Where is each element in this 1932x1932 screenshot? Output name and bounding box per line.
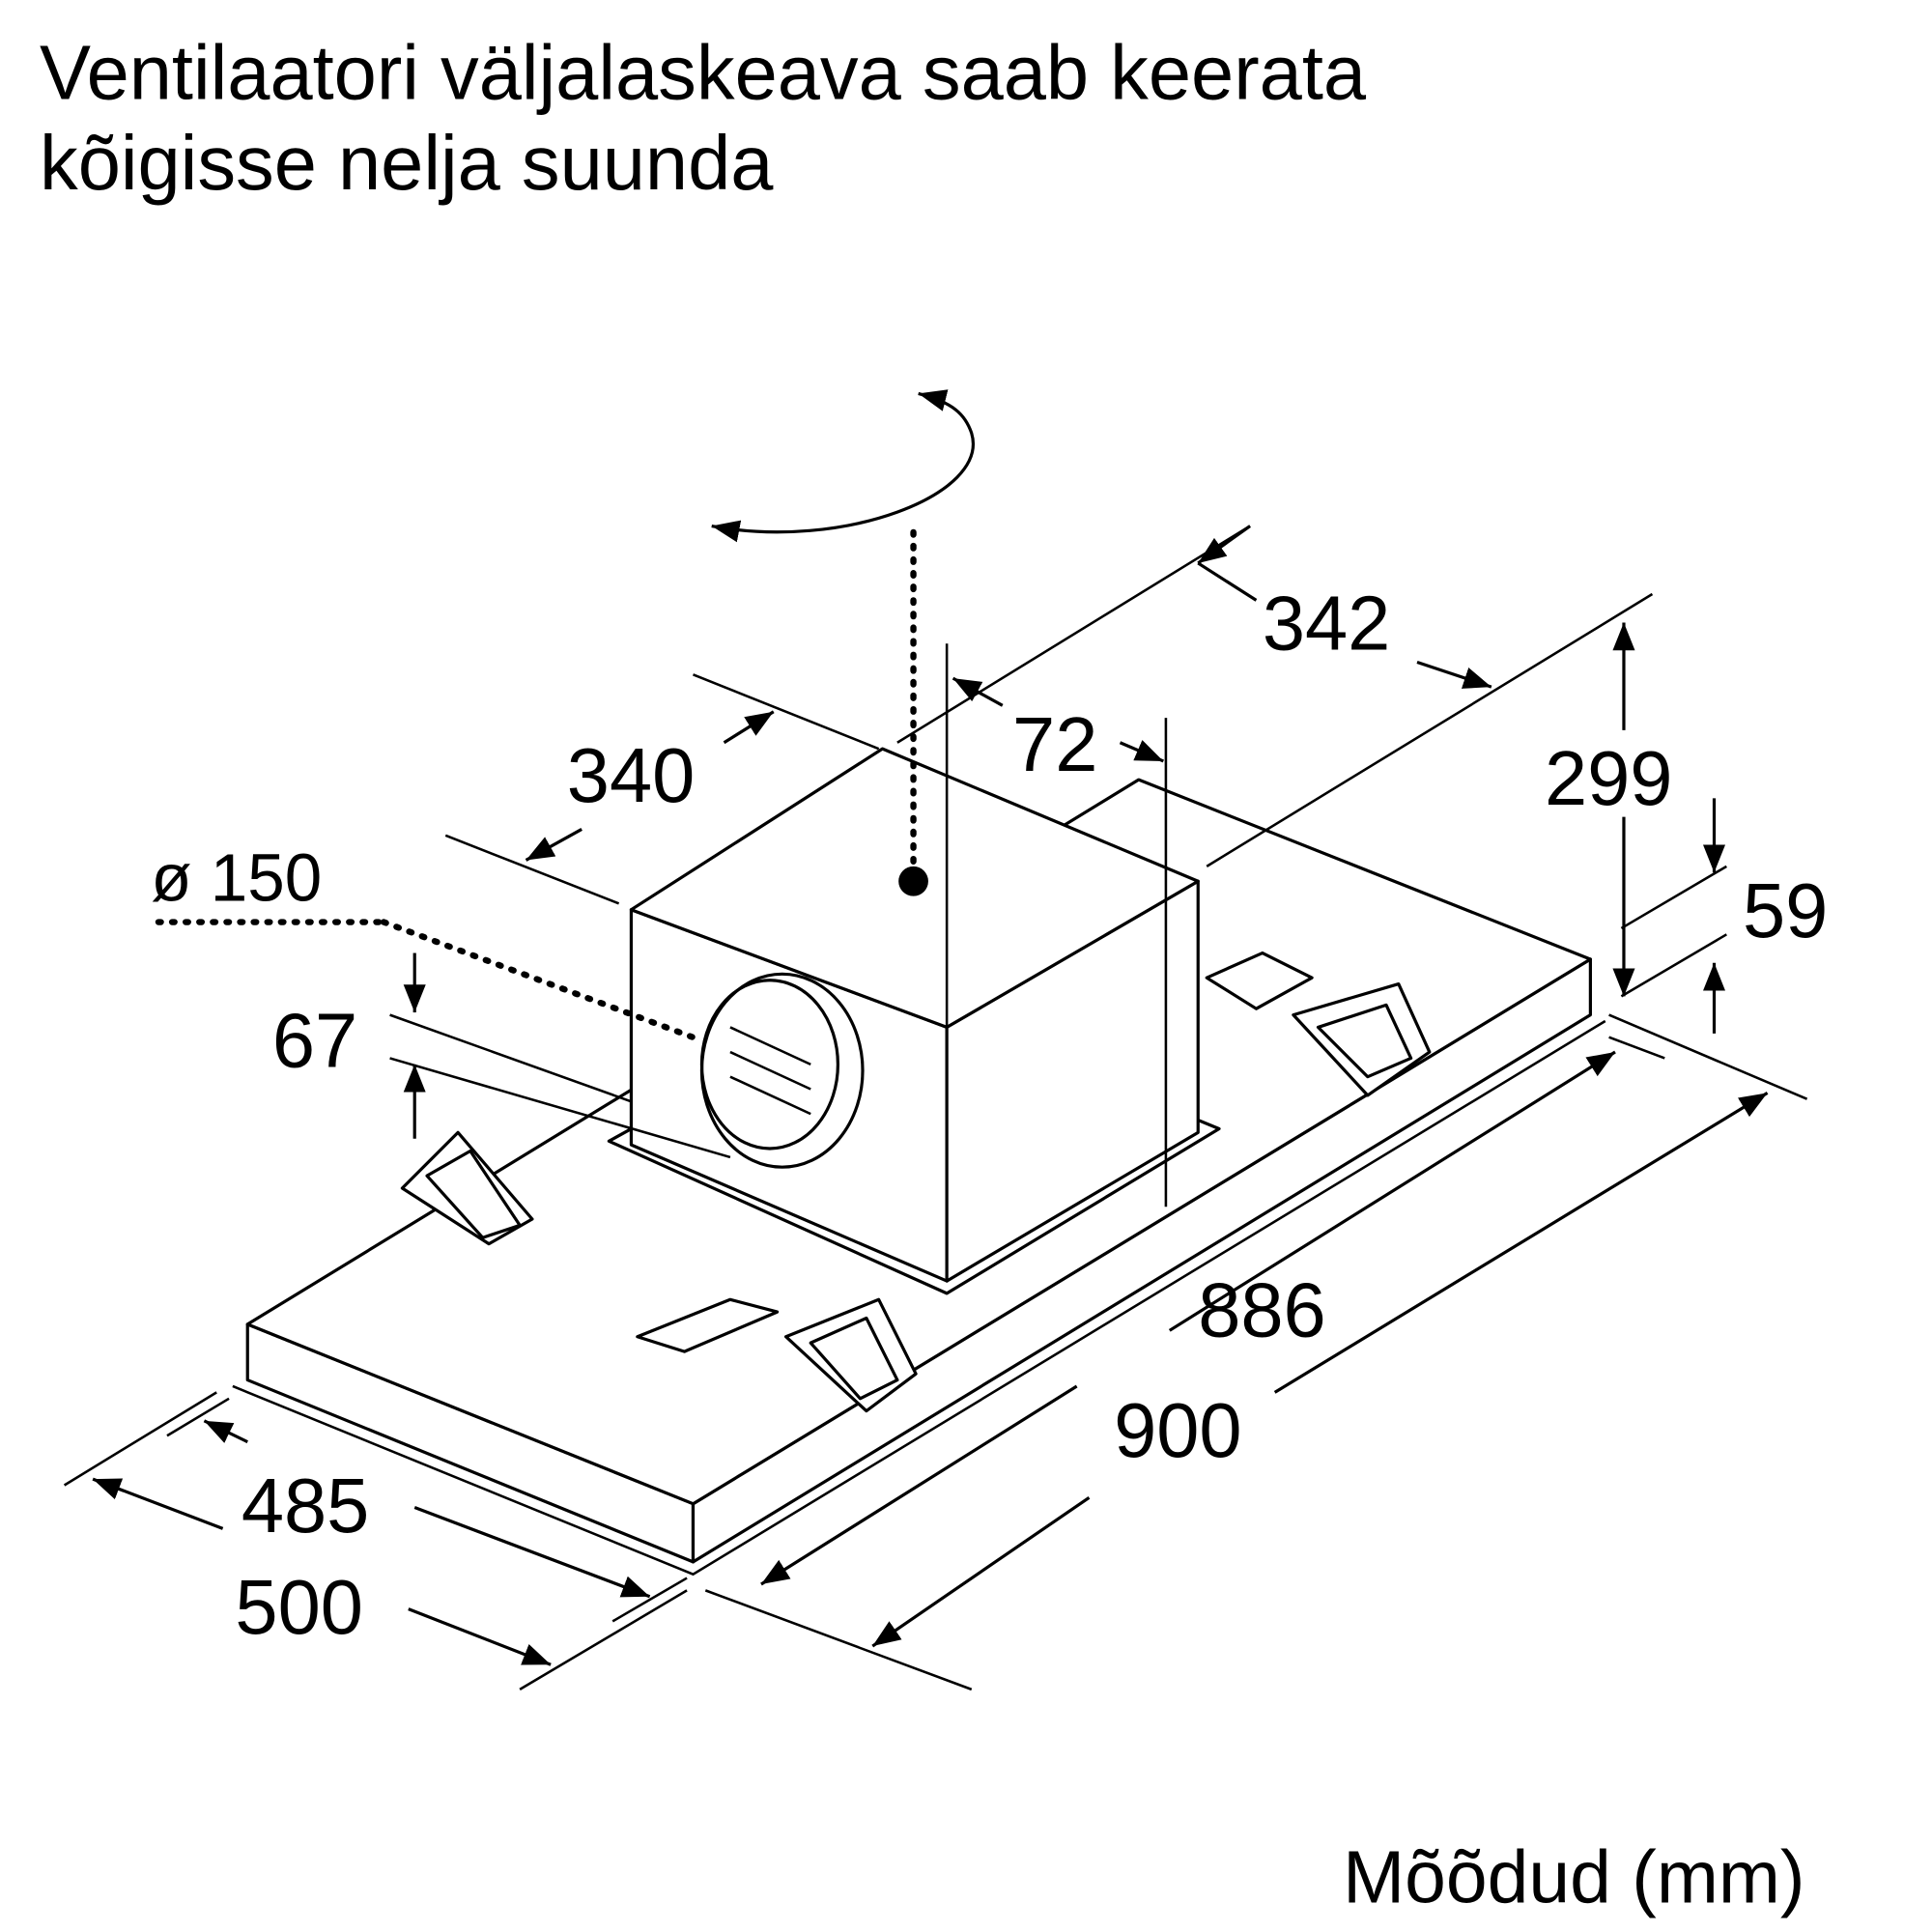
title-line-2: kõigisse nelja suunda: [40, 120, 774, 206]
dim-340: 340: [567, 732, 696, 818]
light-panel-rear: [1205, 951, 1314, 1010]
dim-duct-diameter: ø 150: [151, 840, 322, 916]
light-panel: [636, 1297, 780, 1353]
units-label: Mõõdud (mm): [1343, 1835, 1804, 1918]
dim-67: 67: [272, 997, 357, 1083]
dim-59: 59: [1743, 867, 1828, 953]
duct-outlet: [699, 972, 865, 1169]
dim-900: 900: [1114, 1387, 1242, 1473]
title-line-1: Ventilaatori väljalaskeava saab keerata: [40, 29, 1367, 115]
dimension-lines: [63, 525, 1808, 1691]
dim-72: 72: [1012, 701, 1097, 787]
mounting-bracket-left: [400, 1130, 534, 1246]
dim-485: 485: [242, 1463, 370, 1548]
dim-299: 299: [1545, 735, 1673, 821]
mounting-bracket-rear: [1292, 981, 1432, 1097]
dim-342: 342: [1263, 581, 1391, 667]
rotation-arrow-icon: [711, 389, 975, 896]
dim-500: 500: [235, 1564, 363, 1650]
dim-886: 886: [1198, 1267, 1326, 1353]
mounting-bracket-front: [783, 1297, 918, 1413]
